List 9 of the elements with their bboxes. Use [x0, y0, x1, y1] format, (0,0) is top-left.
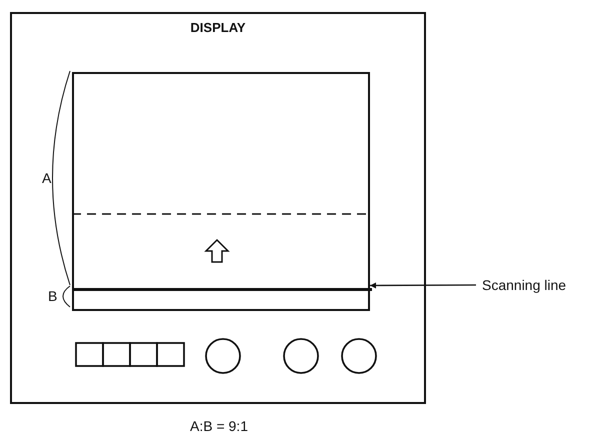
dimension-label: A: [42, 170, 52, 186]
scanning-line: [74, 288, 372, 291]
panel-heading: DISPLAY: [189, 20, 247, 36]
arrow: [370, 282, 476, 288]
screen: [72, 72, 370, 311]
ratio-note: A:B = 9:1: [190, 418, 248, 434]
dimension-label: B: [48, 288, 58, 304]
display-panel: [10, 12, 426, 404]
callout-text: Scanning line: [482, 277, 566, 293]
